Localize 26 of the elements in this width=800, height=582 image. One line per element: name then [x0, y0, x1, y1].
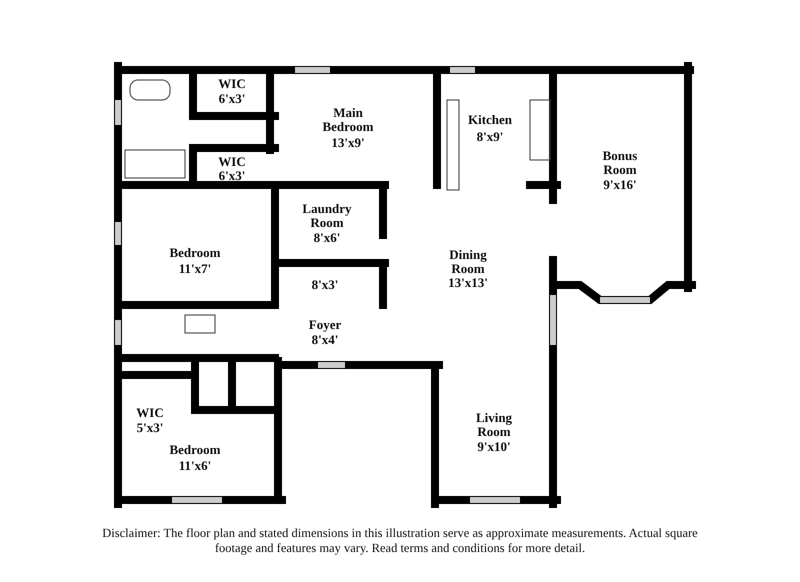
room-dimension: 9'x10'	[476, 440, 512, 454]
room-dimension: 11'x6'	[178, 459, 212, 473]
room-name: WIC	[217, 155, 247, 169]
room-dimension: 13'x13'	[447, 276, 489, 290]
room-name: Dining Room	[448, 248, 488, 276]
room-dimension: 8'x6'	[312, 231, 342, 245]
room-name: WIC	[217, 77, 247, 91]
room-name: Bedroom	[168, 443, 222, 457]
room-name: Kitchen	[466, 113, 514, 127]
room-name: Bedroom	[168, 246, 222, 260]
room-dimension: 6'x3'	[218, 92, 246, 106]
room-name: Living Room	[474, 411, 514, 439]
room-dimension: 8'x9'	[476, 130, 504, 144]
room-dimension: 9'x16'	[602, 178, 638, 192]
room-dimension: 6'x3'	[218, 169, 246, 183]
room-name: WIC	[135, 406, 165, 420]
room-dimension: 8'x4'	[310, 333, 340, 347]
room-dimension: 11'x7'	[178, 262, 212, 276]
room-name: Main Bedroom	[321, 106, 375, 134]
disclaimer-text: Disclaimer: The floor plan and stated dimensions in this illustration serve as approximate measurements. Actual square footage and features may vary. Read terms and conditions for more detail.	[101, 526, 699, 556]
room-name: Laundry Room	[301, 202, 353, 230]
room-dimension: 13'x9'	[330, 136, 366, 150]
room-name: Foyer	[308, 318, 342, 332]
room-name: Bonus Room	[602, 149, 638, 177]
room-dimension: 8'x3'	[310, 278, 340, 292]
room-dimension: 5'x3'	[136, 421, 164, 435]
